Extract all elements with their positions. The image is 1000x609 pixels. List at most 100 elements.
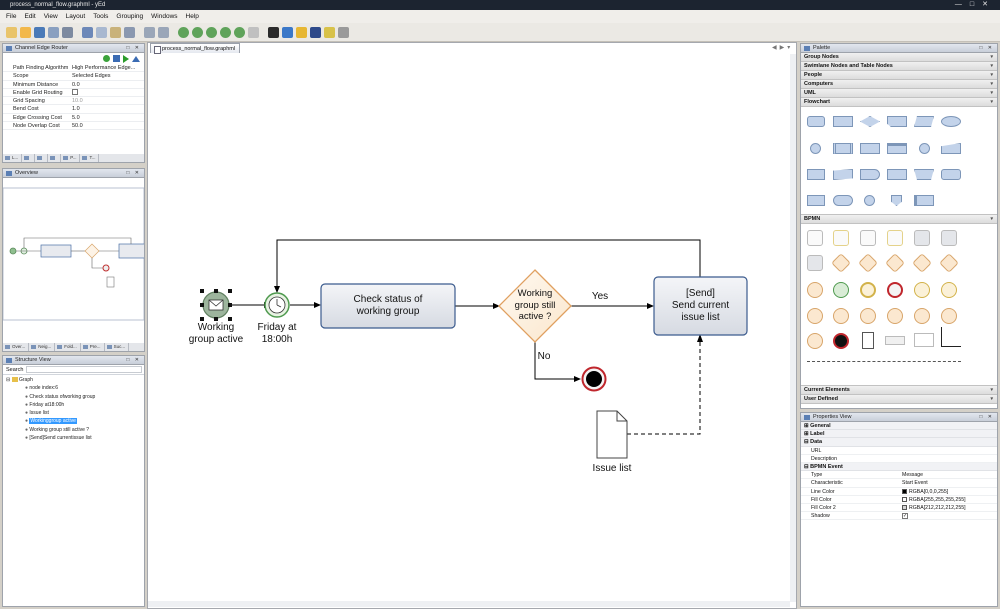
bpmn-sequence-flow[interactable] (941, 327, 961, 347)
menu-windows[interactable]: Windows (151, 13, 178, 20)
menu-layout[interactable]: Layout (65, 13, 86, 20)
panel-controls[interactable]: □ ✕ (126, 45, 141, 51)
prop-group-data[interactable]: ⊟ Data (801, 438, 997, 447)
association-edge[interactable] (627, 342, 701, 435)
tab-successors[interactable]: Suc... (105, 343, 130, 351)
fit-content-icon[interactable] (248, 26, 259, 38)
tab-3[interactable] (35, 154, 49, 162)
prop-value[interactable]: RGBA[255,255,255,255] (899, 496, 997, 503)
fc-shape-direct-data[interactable] (914, 195, 934, 206)
panel-controls[interactable]: □ ✕ (126, 170, 141, 176)
overview-thumbnail[interactable] (3, 178, 144, 333)
fc-shape-start[interactable] (919, 143, 930, 154)
bpmn-intermediate-event[interactable] (860, 282, 876, 298)
snap-icon[interactable] (324, 26, 335, 38)
bpmn-end-event[interactable] (887, 282, 903, 298)
save-as-icon[interactable] (48, 26, 59, 38)
palette-section[interactable]: Group Nodes (801, 53, 997, 62)
bpmn-link-event[interactable] (807, 333, 823, 349)
start-event-label[interactable]: Working group active (188, 322, 244, 345)
menu-edit[interactable]: Edit (24, 13, 36, 20)
menu-file[interactable]: File (6, 13, 17, 20)
zoom-selection-icon[interactable] (234, 26, 245, 38)
bpmn-escalation-event[interactable] (807, 308, 823, 324)
fc-shape-connector[interactable] (810, 143, 821, 154)
menu-view[interactable]: View (43, 13, 58, 20)
prop-value[interactable]: RGBA[0,0,0,255] (899, 488, 997, 495)
bpmn-message-event[interactable] (914, 282, 930, 298)
palette-section[interactable]: People (801, 71, 997, 80)
prop-value[interactable]: RGBA[212,212,212,255] (899, 504, 997, 511)
group-icon[interactable] (338, 26, 349, 38)
bpmn-lane[interactable] (833, 230, 849, 246)
fc-shape-rect[interactable] (833, 116, 853, 127)
row-value[interactable]: 1.0 (72, 106, 80, 113)
navigate-mode-icon[interactable] (282, 26, 293, 38)
edge-no-label[interactable]: No (537, 351, 551, 362)
fc-shape-loop-limit[interactable] (887, 169, 907, 180)
bpmn-gateway-parallel[interactable] (912, 253, 932, 273)
palette-section[interactable]: Current Elements (801, 386, 997, 395)
reset-icon[interactable] (113, 55, 120, 62)
prop-value[interactable]: Start Event (902, 480, 928, 487)
prop-row[interactable]: Description (801, 455, 997, 463)
menu-grouping[interactable]: Grouping (116, 13, 144, 20)
menu-help[interactable]: Help (185, 13, 199, 20)
panel-controls[interactable]: □ ✕ (126, 357, 141, 363)
row-value[interactable]: High Performance Edge... (72, 65, 136, 71)
redo-icon[interactable] (158, 26, 169, 38)
tab-layout[interactable]: L... (3, 154, 23, 162)
fc-shape-document[interactable] (807, 169, 825, 180)
tree-item[interactable]: ● Issue list (25, 410, 49, 417)
palette-section[interactable]: Computers (801, 80, 997, 89)
row-value[interactable]: Selected Edges (72, 73, 111, 80)
bpmn-data-object[interactable] (862, 332, 874, 349)
tab-neighborhood[interactable]: Neig... (29, 343, 56, 351)
fc-shape-tape[interactable] (833, 169, 853, 180)
zoom-fit-icon[interactable] (220, 26, 231, 38)
tab-properties[interactable]: P... (61, 154, 81, 162)
shadow-checkbox[interactable]: ✓ (902, 513, 908, 520)
bpmn-start-event[interactable] (833, 282, 849, 298)
row-value[interactable]: 0.0 (72, 81, 80, 88)
up-icon[interactable] (132, 55, 140, 62)
router-row[interactable]: Enable Grid Routing (3, 88, 144, 98)
bpmn-group[interactable] (914, 333, 934, 347)
bpmn-table[interactable] (860, 230, 876, 246)
edit-mode-icon[interactable] (268, 26, 279, 38)
grid-icon[interactable] (310, 26, 321, 38)
fc-shape-data[interactable] (914, 116, 934, 127)
search-input[interactable] (26, 366, 142, 373)
gateway-still-active[interactable] (498, 269, 572, 343)
prop-group-general[interactable]: ⊞ General (801, 422, 997, 431)
tree-item[interactable]: ● node index:6 (25, 385, 59, 392)
tab-scroll-arrows[interactable]: ◀▶▾ (772, 45, 794, 51)
prop-value[interactable] (899, 455, 997, 462)
play-icon[interactable] (123, 54, 129, 63)
task-send-label[interactable]: [Send] Send current issue list (671, 288, 730, 323)
palette-section[interactable]: UML (801, 89, 997, 98)
selection-handles[interactable] (200, 289, 232, 321)
open-icon[interactable] (20, 26, 31, 38)
lasso-icon[interactable] (296, 26, 307, 38)
row-value[interactable]: 50.0 (72, 123, 83, 130)
task-check-status[interactable] (320, 283, 456, 329)
bpmn-subprocess[interactable] (941, 230, 957, 246)
tree-root[interactable]: ⊟ Graph (6, 377, 33, 383)
bpmn-compensation-event[interactable] (860, 308, 876, 324)
document-tab[interactable]: process_normal_flow.graphml (150, 43, 241, 54)
gateway-label[interactable]: Working group still active ? (514, 288, 556, 322)
tab-overview[interactable]: Over... (3, 343, 30, 351)
bpmn-gateway[interactable] (831, 253, 851, 273)
task-send-issue-list[interactable] (653, 276, 748, 336)
tab-4[interactable] (48, 154, 62, 162)
fc-shape-annotation[interactable] (887, 143, 907, 154)
prop-group-bpmn-event[interactable]: ⊟ BPMN Event (801, 462, 997, 472)
